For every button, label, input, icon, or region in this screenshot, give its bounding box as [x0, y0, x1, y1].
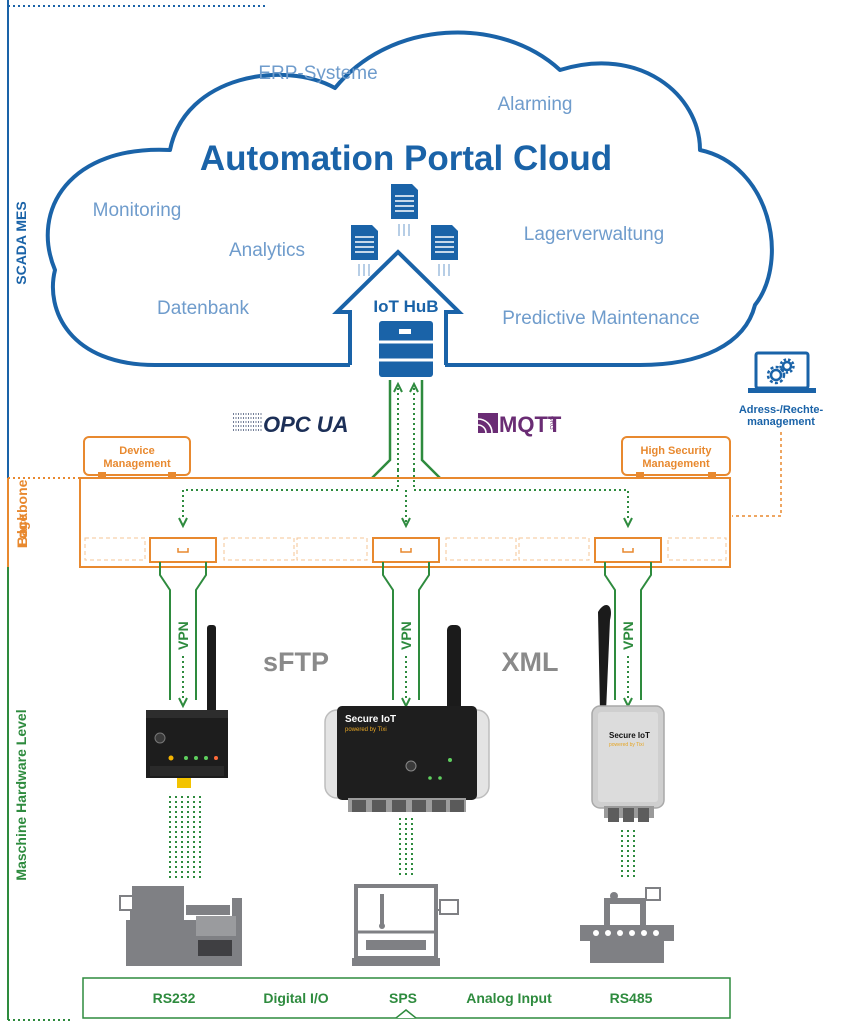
device-management-box — [83, 436, 191, 476]
address-mgmt-line1: Adress-/Rechte- — [739, 404, 824, 416]
address-management: Adress-/Rechte- management — [732, 351, 824, 517]
iot-hub-label: IoT HuB — [373, 297, 438, 316]
secure-iot-gateway-compact: Secure IoT powered by Tixi — [591, 605, 665, 822]
layer-label-edge-2: Backbone — [14, 479, 30, 546]
mqtt-text: MQTT — [499, 412, 562, 437]
document-icon — [351, 225, 378, 276]
document-icon — [431, 225, 458, 276]
sftp-label: sFTP — [263, 647, 329, 677]
antenna-icon — [598, 605, 611, 712]
device-management-line1: Device — [119, 445, 154, 457]
vpn-label-right: VPN — [620, 621, 636, 650]
opc-ua-logo: OPC UA — [233, 412, 349, 437]
edge-backbone: Device Management High Security Manageme… — [79, 436, 731, 568]
service-lagerverwaltung: Lagerverwaltung — [524, 224, 664, 245]
antenna-icon — [447, 625, 461, 717]
backbone-port — [372, 537, 440, 563]
backbone-port — [594, 537, 662, 563]
vpn-tunnel-right: VPN — [604, 562, 652, 709]
mqtt-logo: MQTT ORG — [477, 412, 562, 437]
vpn-tunnel-left: VPN — [159, 562, 207, 709]
hub-connections — [178, 380, 633, 529]
vpn-tunnel-center: VPN — [382, 562, 430, 709]
service-datenbank: Datenbank — [157, 298, 249, 319]
cnc-machine-icon — [352, 884, 459, 966]
device-sub-right: powered by Tixi — [609, 742, 644, 748]
interface-rs232: RS232 — [153, 990, 196, 1006]
lathe-machine-icon — [119, 886, 242, 966]
layer-label-hardware: Maschine Hardware Level — [13, 709, 29, 880]
interface-sps: SPS — [389, 990, 417, 1006]
service-monitoring: Monitoring — [93, 200, 182, 221]
xml-label: XML — [502, 647, 559, 677]
interface-analog-input: Analog Input — [466, 990, 552, 1006]
din-rail-gateway — [146, 625, 228, 788]
high-security-box — [621, 436, 731, 476]
layer-label-edge-1: Edge — [14, 514, 30, 548]
server-icon — [379, 321, 433, 377]
layer-label-scada: SCADA MES — [13, 201, 29, 285]
cloud: IoT HuB Automation Portal Cloud ERP-Syst… — [45, 30, 774, 377]
interface-digital-io: Digital I/O — [263, 990, 328, 1006]
layer-label-edge: Edge Backbone — [14, 479, 30, 548]
device-management-line2: Management — [103, 458, 171, 470]
interface-rs485: RS485 — [610, 990, 653, 1006]
service-erp: ERP-Systeme — [258, 63, 377, 84]
opc-ua-text: OPC UA — [263, 412, 349, 437]
service-analytics: Analytics — [229, 240, 305, 261]
gears-icon — [766, 358, 795, 385]
device-brand-center: Secure IoT — [345, 714, 396, 725]
service-predictive: Predictive Maintenance — [502, 308, 700, 329]
high-security-line2: Management — [642, 458, 710, 470]
machine-links — [169, 796, 635, 878]
layer-bars: SCADA MES Edge Backbone Maschine Hardwar… — [7, 0, 265, 1021]
backbone-frame — [79, 477, 731, 568]
conveyor-robot-icon — [580, 887, 674, 963]
backbone-slots — [84, 537, 727, 561]
mqtt-org-text: ORG — [548, 416, 554, 430]
device-sub-center: powered by Tixi — [345, 727, 387, 733]
vpn-label-center: VPN — [398, 621, 414, 650]
vpn-label-left: VPN — [175, 621, 191, 650]
address-mgmt-line2: management — [747, 416, 815, 428]
backbone-port — [149, 537, 217, 563]
antenna-icon — [207, 625, 216, 717]
high-security-line1: High Security — [641, 445, 713, 457]
device-brand-right: Secure IoT — [609, 731, 650, 740]
cloud-title: Automation Portal Cloud — [200, 139, 612, 178]
service-alarming: Alarming — [498, 94, 573, 115]
interface-bar: RS232 Digital I/O SPS Analog Input RS485 — [82, 977, 731, 1019]
document-icon — [391, 184, 418, 236]
secure-iot-gateway-large: Secure IoT powered by Tixi — [324, 625, 490, 812]
